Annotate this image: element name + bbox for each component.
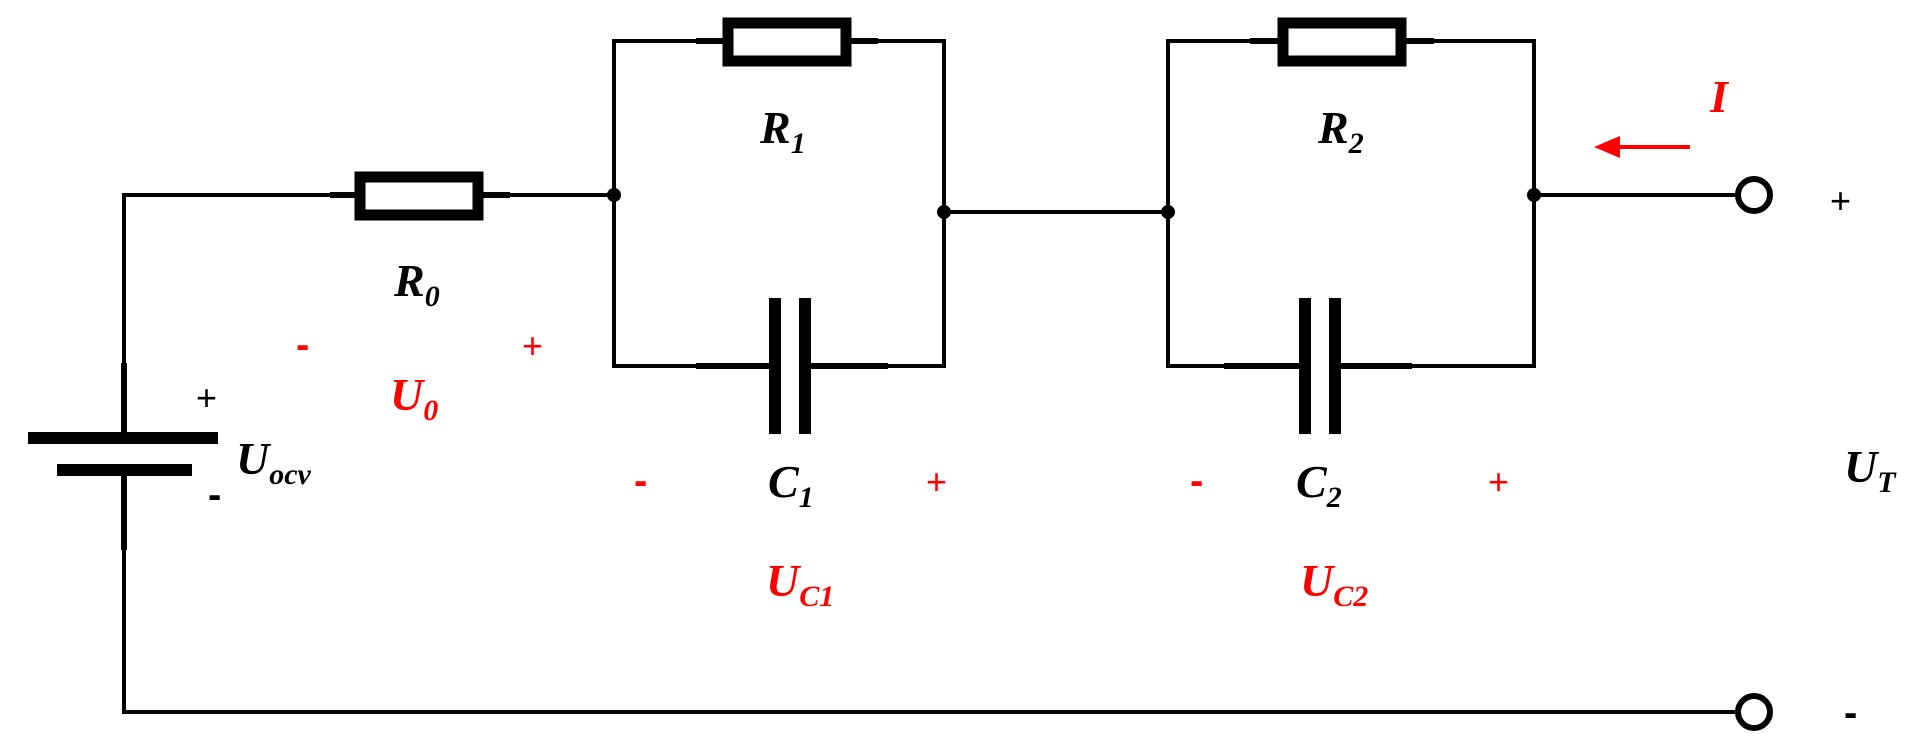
junction-dot — [607, 188, 621, 202]
label-c2: C2 — [1296, 456, 1342, 514]
terminal-positive — [1735, 176, 1773, 214]
output-minus-sign: - — [1844, 691, 1857, 735]
output-plus-sign: + — [1830, 180, 1851, 221]
uc1-plus-sign: + — [926, 461, 947, 502]
wires — [122, 39, 1739, 714]
wire-rc2-bottom-left — [1166, 210, 1226, 368]
wire-rc1-bottom-left — [612, 193, 698, 368]
battery-minus-sign: - — [208, 473, 221, 517]
label-uc2: UC2 — [1300, 555, 1368, 613]
battery-plus-sign: + — [196, 377, 217, 418]
label-uocv: Uocv — [236, 433, 312, 491]
uc1-minus-sign: - — [634, 459, 647, 503]
battery-uocv — [28, 363, 218, 550]
junction-dot — [1527, 188, 1541, 202]
capacitor-c2 — [1224, 298, 1412, 434]
uc2-minus-sign: - — [1190, 459, 1203, 503]
label-ut: UT — [1844, 441, 1897, 499]
current-label: I — [1709, 71, 1730, 122]
junction-dot — [1161, 205, 1175, 219]
resistor-r0 — [330, 171, 510, 221]
terminal-negative — [1735, 693, 1773, 731]
resistor-r2 — [1250, 17, 1434, 67]
label-r1: R1 — [759, 102, 806, 160]
label-u0: U0 — [390, 369, 438, 427]
wire-rc1-bottom-right — [876, 210, 946, 368]
u0-plus-sign: + — [522, 325, 543, 366]
wire-battery-to-r0 — [122, 193, 332, 365]
label-r0: R0 — [393, 255, 440, 313]
label-c1: C1 — [768, 456, 814, 514]
wire-rc2-top — [1166, 39, 1252, 214]
label-uc1: UC1 — [766, 555, 834, 613]
capacitor-c1 — [696, 298, 888, 434]
junctions — [607, 188, 1541, 219]
wire-rc1-top — [612, 39, 698, 197]
wire-rc2-bottom-right — [1410, 193, 1536, 368]
current-arrow-icon — [1594, 136, 1690, 158]
wire-rc2-top-right — [1432, 39, 1536, 197]
uc2-plus-sign: + — [1488, 461, 1509, 502]
wire-bottom-return — [122, 548, 1739, 714]
resistor-r1 — [696, 17, 878, 67]
junction-dot — [937, 205, 951, 219]
label-r2: R2 — [1317, 102, 1364, 160]
wire-rc1-top-right — [876, 39, 946, 214]
u0-minus-sign: - — [296, 323, 309, 367]
